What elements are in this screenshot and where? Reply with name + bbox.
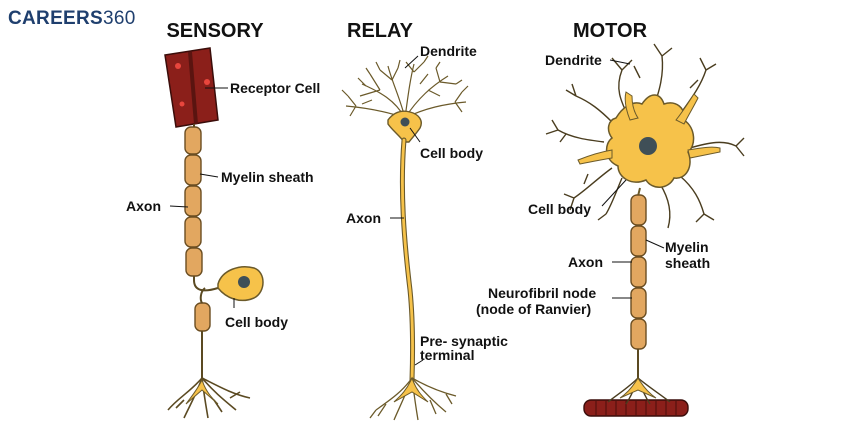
label-myelin-sheath: Myelin sheath — [221, 169, 314, 185]
relay-title: RELAY — [347, 20, 414, 42]
label-presynaptic-line2: terminal — [420, 347, 474, 363]
sensory-terminal-branches — [167, 377, 251, 419]
motor-title: MOTOR — [573, 20, 648, 42]
label-relay-cell-body: Cell body — [420, 145, 483, 161]
sensory-title: SENSORY — [166, 20, 264, 42]
motor-myelin-sheath — [630, 194, 647, 350]
brand-name: CAREERS — [8, 8, 104, 29]
label-sensory-axon: Axon — [126, 198, 161, 214]
brand-number: 360 — [103, 8, 136, 29]
label-motor-myelin-line2: sheath — [665, 255, 710, 271]
label-node-line2: (node of Ranvier) — [476, 301, 591, 317]
label-motor-myelin-line1: Myelin — [665, 239, 709, 255]
brand-logo: CAREERS360 — [8, 8, 136, 30]
label-node-line1: Neurofibril node — [488, 285, 596, 301]
motor-nucleus — [639, 137, 657, 155]
sensory-neuron — [164, 47, 264, 419]
relay-neuron — [341, 55, 469, 421]
relay-axon — [401, 138, 414, 382]
label-motor-axon: Axon — [568, 254, 603, 270]
sensory-myelin-sheath — [184, 126, 211, 332]
relay-dendrites — [341, 55, 469, 119]
label-presynaptic-line1: Pre- synaptic — [420, 333, 508, 349]
relay-cell-body — [387, 110, 422, 143]
relay-nucleus — [400, 117, 410, 127]
receptor-cell — [164, 47, 219, 128]
label-motor-cell-body: Cell body — [528, 201, 591, 217]
label-motor-dendrite: Dendrite — [545, 52, 602, 68]
sensory-cell-body — [217, 266, 264, 302]
motor-neuron — [545, 43, 745, 417]
label-relay-axon: Axon — [346, 210, 381, 226]
sensory-axon — [193, 124, 219, 292]
label-receptor-cell: Receptor Cell — [230, 80, 320, 96]
label-relay-dendrite: Dendrite — [420, 43, 477, 59]
label-sensory-cell-body: Cell body — [225, 314, 288, 330]
motor-muscle-fibre — [583, 399, 689, 417]
